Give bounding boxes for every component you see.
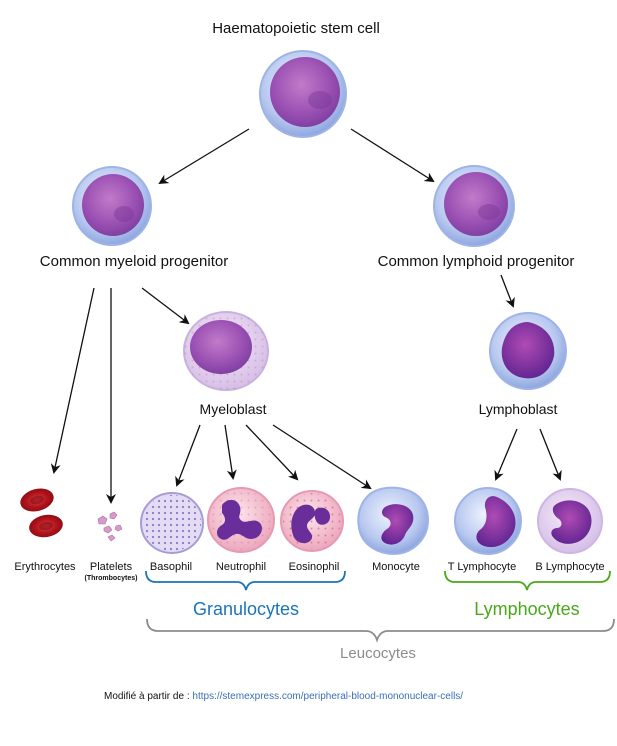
lymphocytes-bracket [444, 570, 611, 591]
platelets-icon [97, 511, 123, 542]
neutrophil-icon [207, 487, 275, 553]
myeloid-progenitor-icon [72, 166, 152, 246]
eosinophil-icon [280, 490, 344, 552]
myeloid-progenitor-label: Common myeloid progenitor [39, 253, 229, 270]
leucocytes-group-label: Leucocytes [340, 645, 416, 662]
platelets-label: Platelets [89, 561, 133, 573]
lymphoid-progenitor-icon [433, 165, 515, 247]
erythrocytes-label: Erythrocytes [14, 561, 76, 573]
granulocytes-group-label: Granulocytes [192, 599, 300, 619]
monocyte-icon [357, 486, 429, 556]
myeloblast-icon [183, 311, 269, 391]
lymphocytes-group-label: Lymphocytes [474, 599, 580, 619]
t-lymphocyte-icon [454, 487, 522, 555]
footer-prefix: Modifié à partir de : [104, 691, 190, 702]
granulocytes-bracket [145, 570, 346, 591]
lymphoblast-label: Lymphoblast [478, 401, 558, 417]
footer-source-link[interactable]: https://stemexpress.com/peripheral-blood… [192, 691, 464, 702]
basophil-icon [140, 492, 204, 554]
lineage-arrows [50, 128, 562, 504]
t-lymphocyte-label: T Lymphocyte [447, 561, 517, 573]
eosinophil-label: Eosinophil [288, 561, 340, 573]
leucocytes-bracket [146, 618, 615, 643]
b-lymphocyte-label: B Lymphocyte [535, 561, 605, 573]
myeloblast-label: Myeloblast [199, 401, 267, 417]
stem-cell-label: Haematopoietic stem cell [212, 20, 380, 37]
thrombocytes-label: (Thrombocytes) [84, 575, 138, 582]
neutrophil-label: Neutrophil [215, 561, 267, 573]
erythrocytes-icon [20, 488, 63, 538]
source-footer: Modifié à partir de : https://stemexpres… [104, 691, 463, 702]
monocyte-label: Monocyte [372, 561, 420, 573]
stem-cell-icon [259, 50, 347, 138]
basophil-label: Basophil [149, 561, 193, 573]
b-lymphocyte-icon [537, 488, 603, 554]
lymphoid-progenitor-label: Common lymphoid progenitor [377, 253, 575, 270]
lymphoblast-icon [489, 312, 567, 390]
